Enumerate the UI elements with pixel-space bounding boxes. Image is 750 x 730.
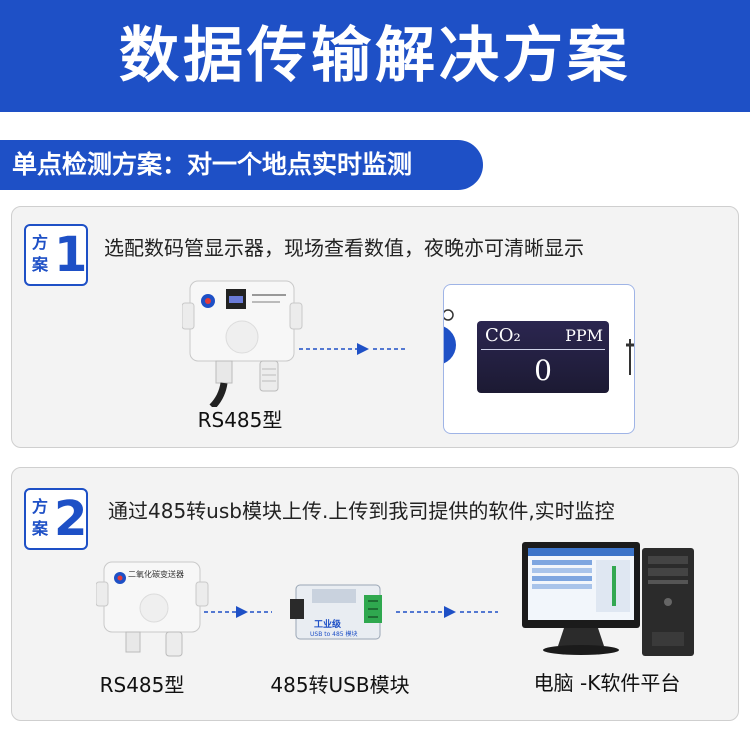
badge-char-top: 方 (32, 233, 49, 252)
badge-number: 2 (54, 491, 88, 547)
computer-monitor-icon (522, 542, 640, 655)
device-label: 二氧化碳变送器 (128, 570, 184, 579)
plan-2-description: 通过485转usb模块上传.上传到我司提供的软件,实时监控 (108, 499, 615, 523)
plan-2-device-caption: RS485型 (99, 673, 185, 697)
lcd-screen: CO₂ PPM 0 (477, 321, 609, 393)
display-frame-decor (444, 309, 634, 375)
section-heading: 单点检测方案：对一个地点实时监测 (0, 140, 483, 190)
arrow-right-icon (396, 606, 498, 618)
sensor-device-icon (182, 280, 303, 407)
sensor-device-icon (96, 561, 209, 657)
pc-caption: 电脑 -K软件平台 (533, 671, 681, 695)
plan-2-badge: 方 案 2 (24, 488, 88, 550)
module-caption: 485转USB模块 (270, 673, 410, 697)
lcd-display-card: CO₂ PPM 0 (443, 284, 635, 434)
badge-char-bottom: 案 (32, 519, 49, 538)
plan-1-description: 选配数码管显示器，现场查看数值，夜晚亦可清晰显示 (104, 236, 584, 260)
badge-number: 1 (54, 227, 88, 283)
module-label: 工业级 (314, 620, 342, 630)
plan-2-panel: 方 案 2 通过485转usb模块上传.上传到我司提供的软件,实时监控 二氧化碳… (11, 467, 739, 721)
arrow-right-icon (204, 606, 272, 618)
usb-module-icon (290, 584, 382, 640)
arrow-right-icon (299, 343, 405, 355)
lcd-divider (481, 349, 605, 350)
lcd-unit-label: PPM (565, 326, 603, 345)
plan-1-device-caption: RS485型 (197, 408, 283, 432)
computer-tower-icon (642, 548, 694, 656)
header-banner: 数据传输解决方案 (0, 0, 750, 112)
section-title: 单点检测方案：对一个地点实时监测 (12, 150, 413, 179)
badge-char-top: 方 (32, 497, 49, 516)
module-sub-label: USB to 485 模块 (310, 631, 358, 638)
page-title: 数据传输解决方案 (119, 21, 631, 91)
badge-char-bottom: 案 (32, 255, 49, 274)
plan-1-panel: 方 案 1 选配数码管显示器，现场查看数值，夜晚亦可清晰显示 RS485型 (11, 206, 739, 448)
lcd-gas-label: CO₂ (485, 325, 521, 346)
plan-1-badge: 方 案 1 (24, 224, 88, 286)
computer-icon (522, 542, 694, 656)
lcd-value: 0 (534, 354, 552, 387)
